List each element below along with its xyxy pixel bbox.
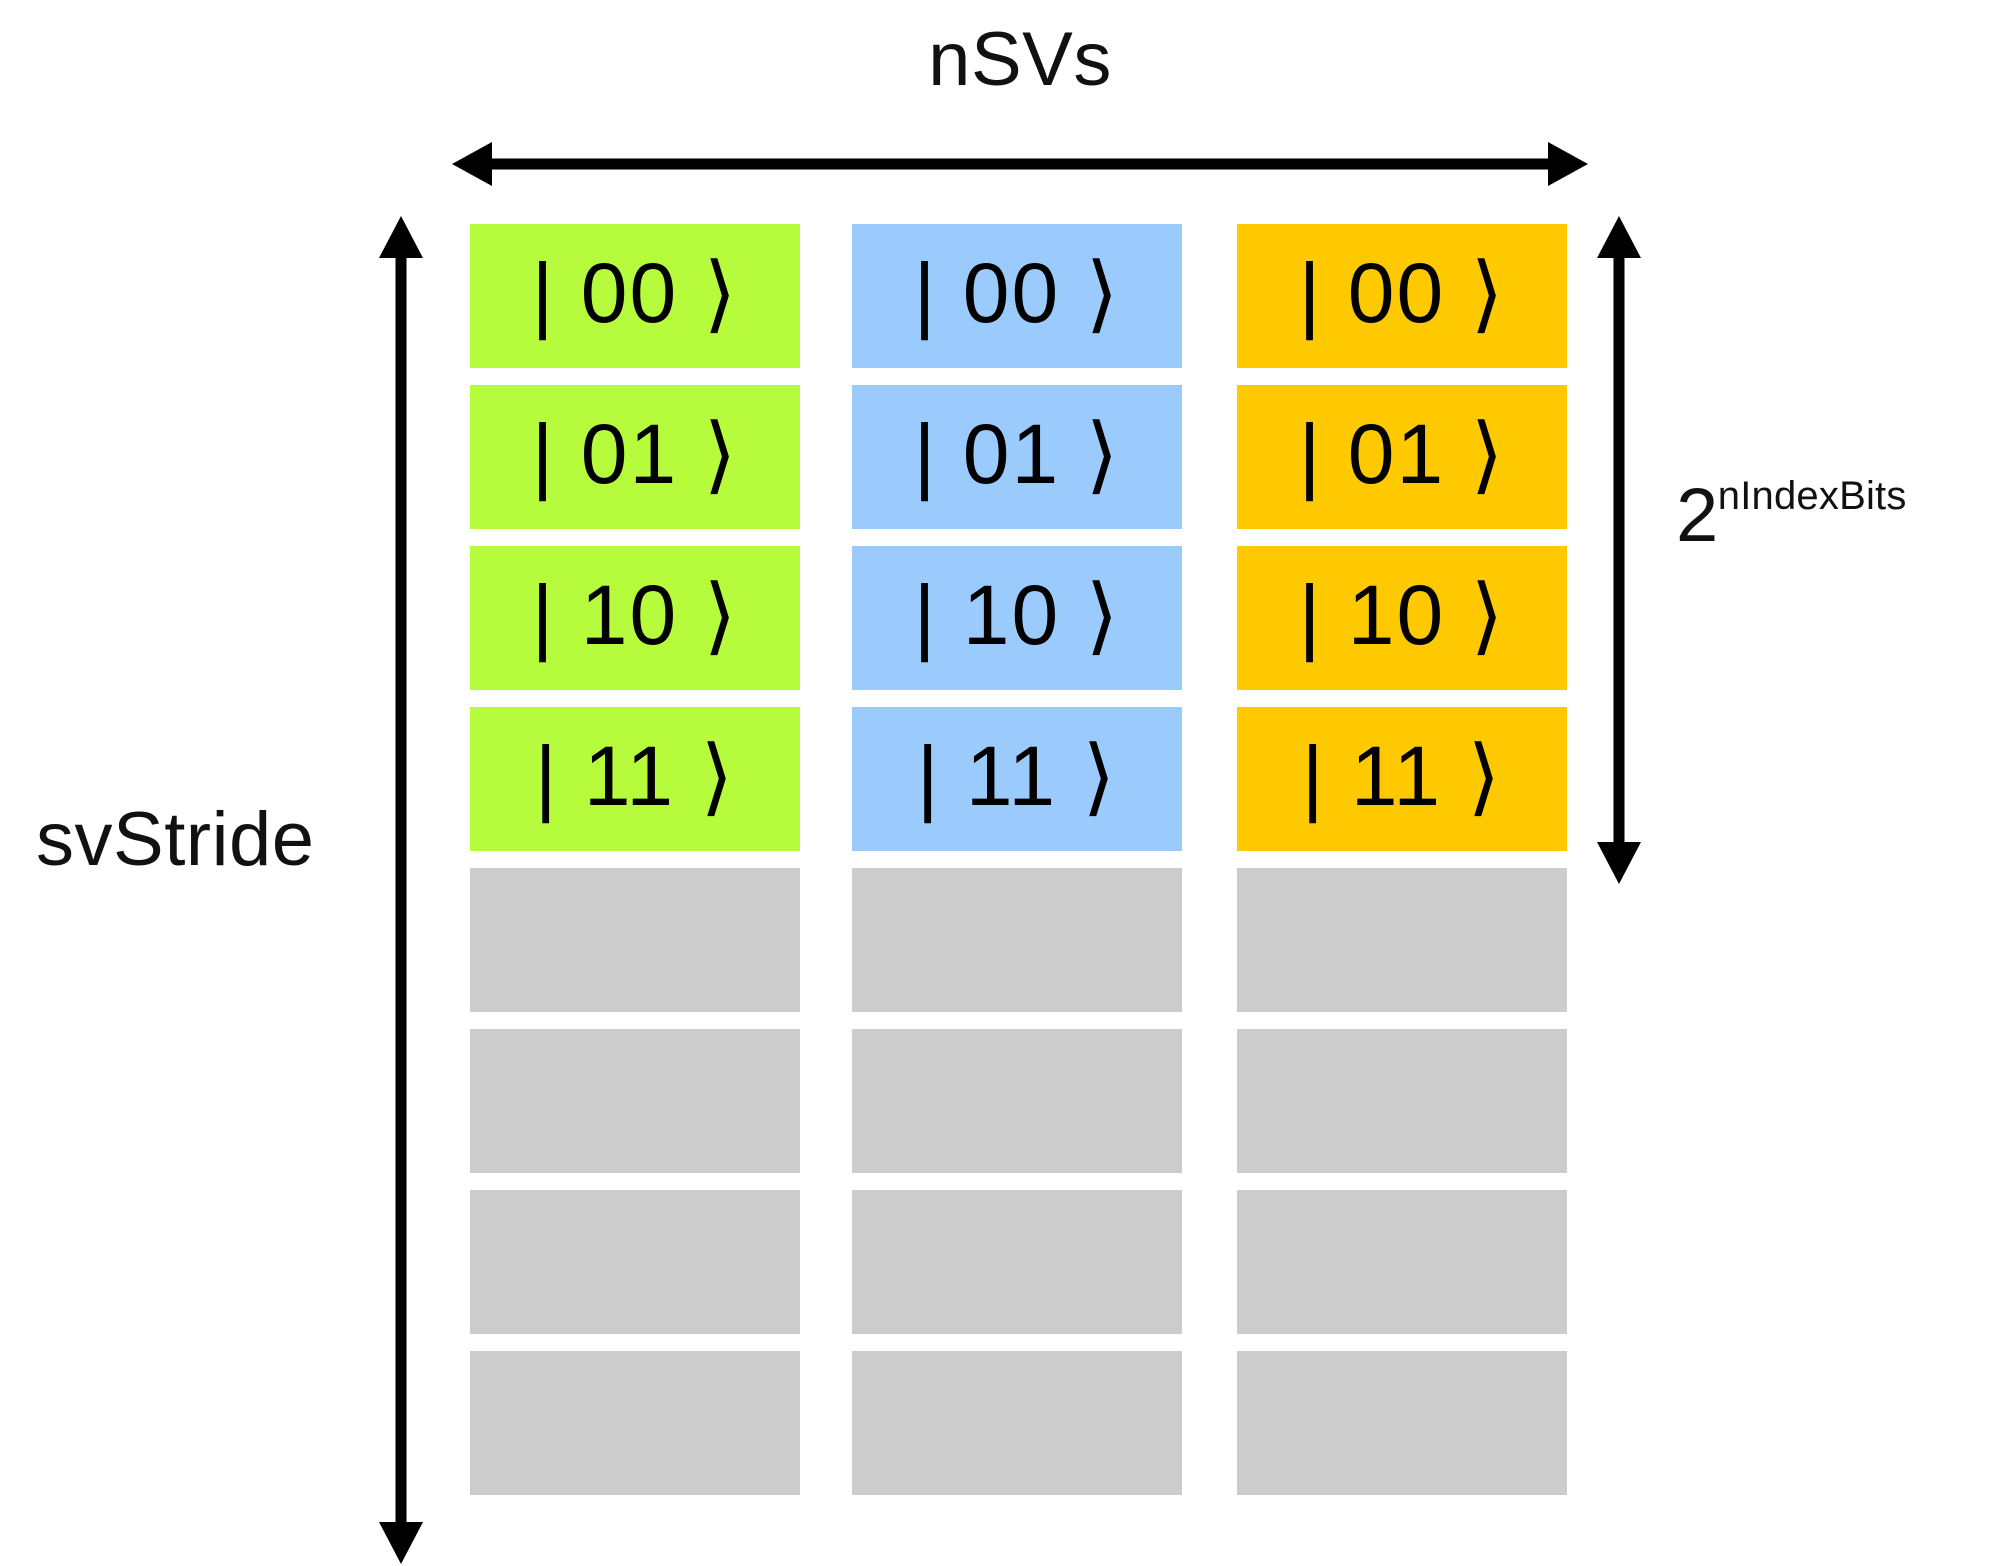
ket-label: | 10 ⟩	[913, 568, 1121, 662]
ket-label: | 11 ⟩	[1301, 729, 1503, 823]
statevector-cell: | 11 ⟩	[1237, 707, 1567, 851]
index-bits-exponent-text: nIndexBits	[1717, 473, 1907, 518]
statevector-cell: | 11 ⟩	[852, 707, 1182, 851]
padding-cell	[1237, 868, 1567, 1012]
statevector-cell: | 11 ⟩	[470, 707, 800, 851]
ket-label: | 10 ⟩	[1298, 568, 1506, 662]
statevector-cell: | 00 ⟩	[1237, 224, 1567, 368]
statevector-cell: | 01 ⟩	[1237, 385, 1567, 529]
statevector-cell: | 01 ⟩	[470, 385, 800, 529]
grid-row	[470, 1029, 1570, 1173]
ket-label: | 10 ⟩	[531, 568, 739, 662]
grid-row: | 10 ⟩ | 10 ⟩ | 10 ⟩	[470, 546, 1570, 690]
padding-cell	[470, 1351, 800, 1495]
svstride-label: svStride	[36, 802, 315, 878]
statevector-cell: | 10 ⟩	[852, 546, 1182, 690]
statevector-cell: | 00 ⟩	[852, 224, 1182, 368]
padding-cell	[470, 868, 800, 1012]
statevector-cell: | 01 ⟩	[852, 385, 1182, 529]
padding-cell	[470, 1190, 800, 1334]
grid-row	[470, 868, 1570, 1012]
ket-label: | 01 ⟩	[531, 407, 739, 501]
ket-label: | 01 ⟩	[913, 407, 1121, 501]
grid-row	[470, 1351, 1570, 1495]
nsvs-span-arrow	[452, 142, 1588, 186]
svstride-label-text: svStride	[36, 797, 315, 882]
ket-label: | 11 ⟩	[534, 729, 736, 823]
padding-cell	[852, 1029, 1182, 1173]
padding-cell	[1237, 1351, 1567, 1495]
nsvs-label-text: nSVs	[928, 17, 1112, 102]
padding-cell	[1237, 1029, 1567, 1173]
padding-cell	[1237, 1190, 1567, 1334]
statevector-cell: | 10 ⟩	[470, 546, 800, 690]
padding-cell	[852, 1351, 1182, 1495]
ket-label: | 00 ⟩	[1298, 246, 1506, 340]
padding-cell	[852, 1190, 1182, 1334]
grid-row: | 11 ⟩ | 11 ⟩ | 11 ⟩	[470, 707, 1570, 851]
grid-row	[470, 1190, 1570, 1334]
statevector-cell: | 00 ⟩	[470, 224, 800, 368]
index-bits-label: 2nIndexBits	[1676, 476, 1908, 554]
padding-cell	[470, 1029, 800, 1173]
ket-label: | 01 ⟩	[1298, 407, 1506, 501]
nsvs-label: nSVs	[0, 22, 2000, 98]
statevector-cell: | 10 ⟩	[1237, 546, 1567, 690]
ket-label: | 00 ⟩	[531, 246, 739, 340]
ket-label: | 00 ⟩	[913, 246, 1121, 340]
grid-row: | 01 ⟩ | 01 ⟩ | 01 ⟩	[470, 385, 1570, 529]
grid-row: | 00 ⟩ | 00 ⟩ | 00 ⟩	[470, 224, 1570, 368]
index-bits-span-arrow	[1597, 216, 1641, 884]
index-bits-base-text: 2	[1676, 473, 1719, 558]
svstride-span-arrow	[379, 216, 423, 1564]
padding-cell	[852, 868, 1182, 1012]
ket-label: | 11 ⟩	[916, 729, 1118, 823]
